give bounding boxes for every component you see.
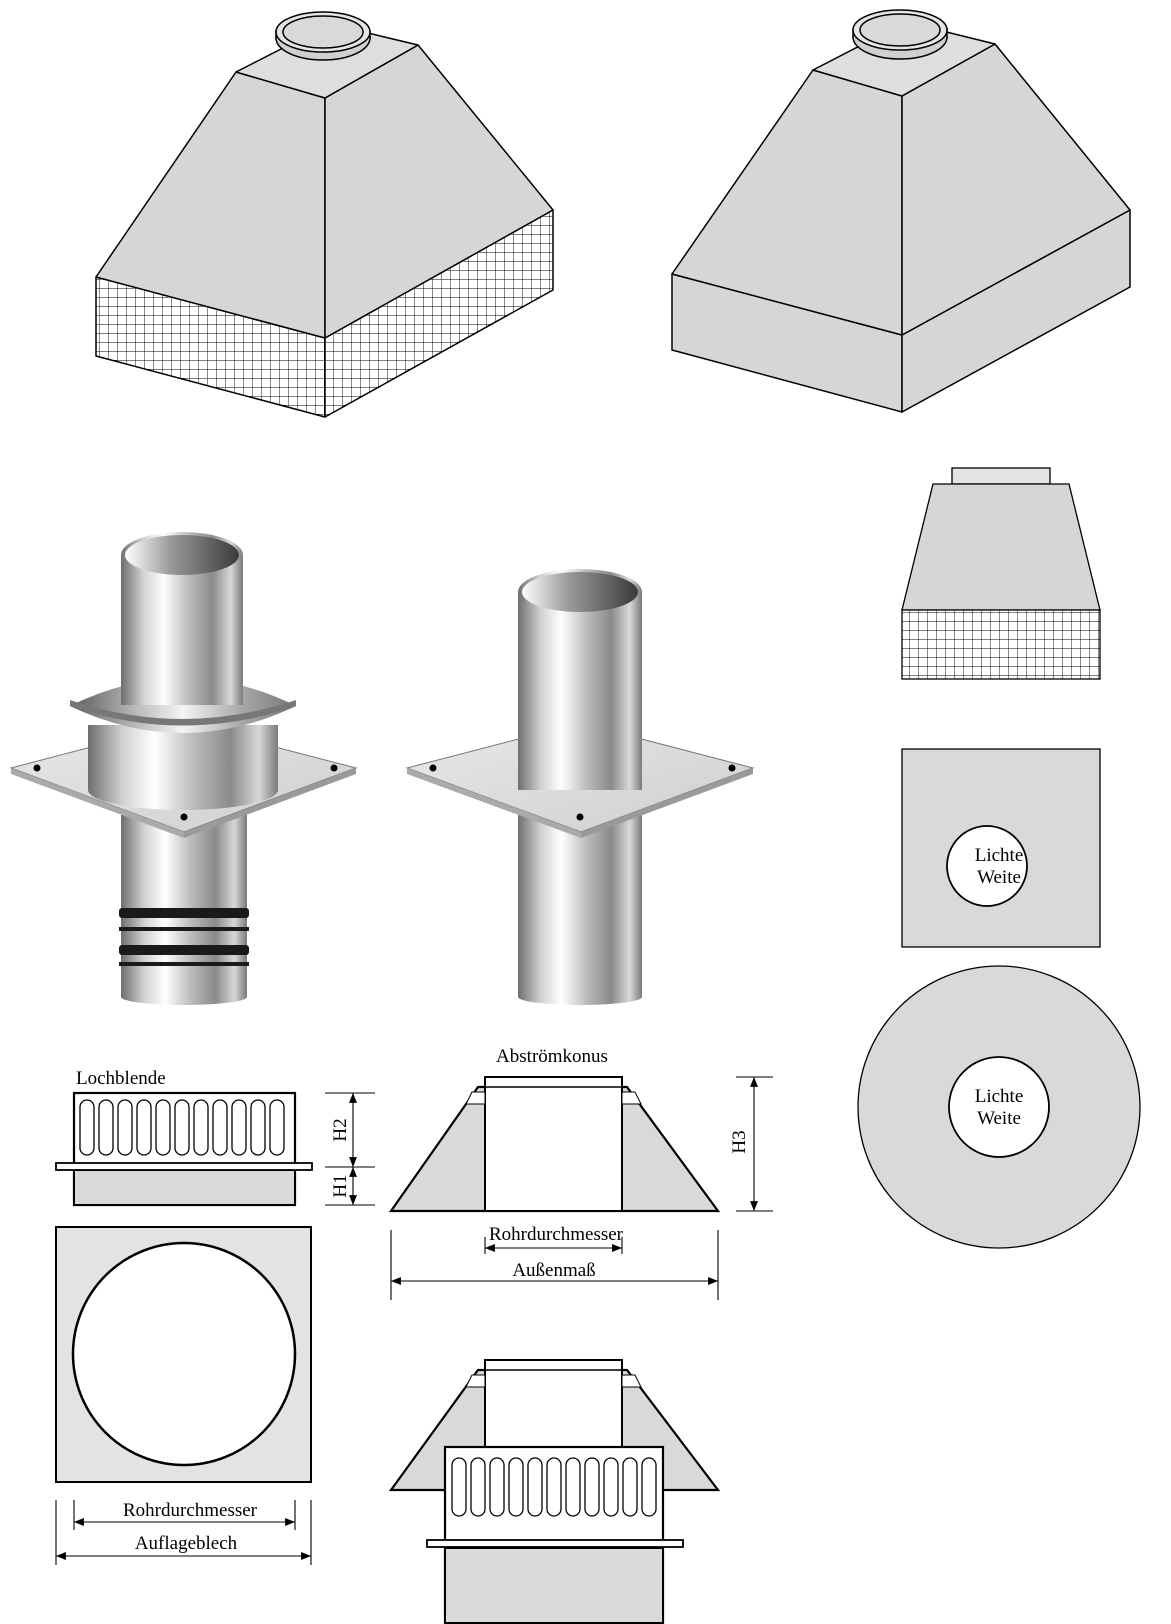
- seal-ring-upper: [119, 908, 249, 918]
- square-opening-view: [901, 748, 1101, 948]
- auflageblech-opening: [71, 1241, 297, 1467]
- lichte-weite-round-line2: Weite: [977, 1108, 1021, 1129]
- combined-assembly-elevation: [388, 1359, 721, 1624]
- lochblende-elevation: [55, 1091, 313, 1207]
- hood-with-mesh: [95, 11, 554, 418]
- hood-elevation: [901, 467, 1101, 680]
- abstroemkonus-pipe: [484, 1076, 623, 1212]
- h-dimension-lines: [325, 1092, 375, 1206]
- pipe-with-cone-assembly: [9, 532, 358, 1005]
- round-opening-view: [857, 965, 1141, 1249]
- lochblende-flange: [55, 1162, 313, 1171]
- h2-label: H2: [330, 1118, 351, 1141]
- hood-elevation-mesh: [901, 609, 1101, 680]
- hood-elevation-slope: [901, 483, 1101, 611]
- h1-label: H1: [330, 1174, 351, 1197]
- lochblende-slots: [79, 1099, 285, 1156]
- abstroemkonus-label: Abströmkonus: [496, 1046, 608, 1067]
- abstroemkonus-elevation: [388, 1076, 721, 1213]
- hood-elevation-collar: [951, 467, 1051, 485]
- seal-ring-lower: [119, 945, 249, 955]
- rohrdurchmesser-cone-label: Rohrdurchmesser: [489, 1224, 624, 1245]
- square-opening-circle: [946, 825, 1028, 907]
- lichte-weite-square-line1: Lichte: [975, 845, 1024, 866]
- aussenmass-label: Außenmaß: [512, 1260, 595, 1281]
- abstroemkonus-dimensions: [390, 1076, 773, 1300]
- hood-solid: [671, 9, 1131, 413]
- auflageblech-label: Auflageblech: [135, 1533, 238, 1554]
- auflageblech-plan: [55, 1226, 312, 1483]
- pipe-plain-assembly: [405, 569, 755, 1005]
- rohrdurchmesser-plate-label: Rohrdurchmesser: [123, 1500, 258, 1521]
- lochblende-label: Lochblende: [76, 1068, 166, 1089]
- h3-label: H3: [729, 1130, 750, 1153]
- auflageblech-dimensions: [55, 1500, 312, 1565]
- round-opening-circle: [948, 1056, 1050, 1158]
- lichte-weite-square-line2: Weite: [977, 867, 1021, 888]
- lichte-weite-round-line1: Lichte: [975, 1086, 1024, 1107]
